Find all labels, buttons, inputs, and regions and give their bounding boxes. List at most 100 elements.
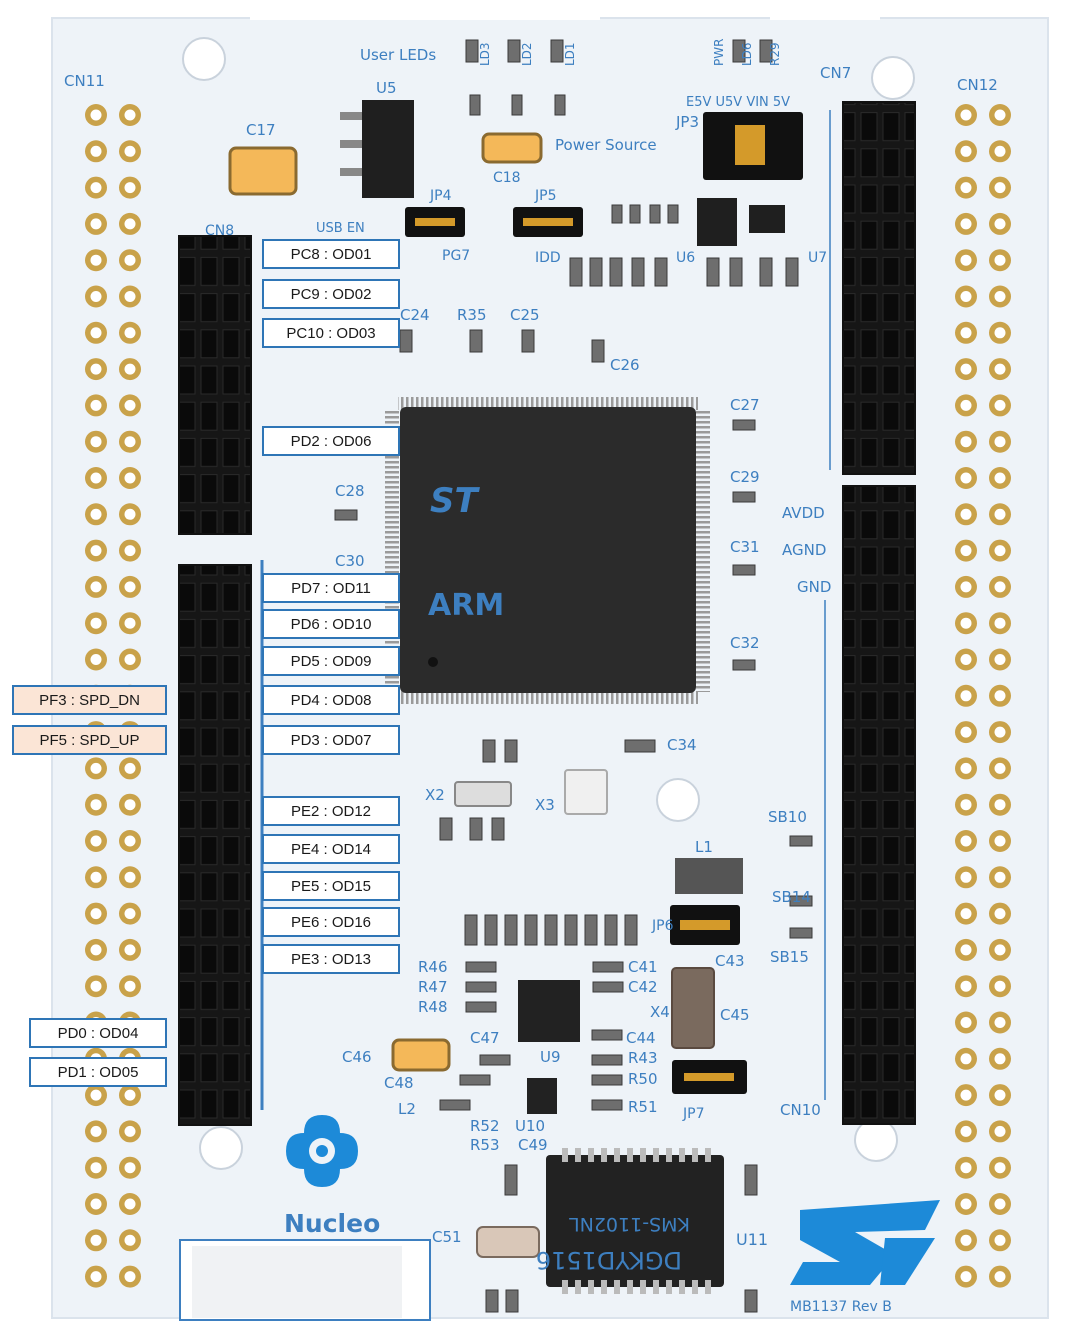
label-ld1: LD1 (563, 42, 577, 66)
morpho-pad-hole (90, 944, 102, 956)
label-r50: R50 (628, 1070, 658, 1088)
morpho-pad-hole (124, 1089, 136, 1101)
cn10-header (842, 485, 916, 1125)
smd-part (584, 914, 598, 946)
smd-part (624, 739, 656, 753)
morpho-pad-hole (124, 1125, 136, 1137)
label-r48: R48 (418, 998, 448, 1016)
rj45-pin (653, 1280, 659, 1294)
label-c18: C18 (493, 170, 521, 186)
morpho-pad-hole (994, 799, 1006, 811)
morpho-pad-hole (994, 508, 1006, 520)
smd-part (744, 1164, 758, 1196)
pin-label-pe4: PE4 : OD14 (262, 834, 400, 864)
morpho-pad-hole (994, 980, 1006, 992)
smd-part (789, 835, 813, 847)
pin-label-pe2: PE2 : OD12 (262, 796, 400, 826)
label-jp6: JP6 (651, 918, 674, 934)
smd-part (564, 914, 578, 946)
smd-part (465, 1001, 497, 1013)
smd-part (732, 39, 746, 63)
morpho-pad-hole (90, 109, 102, 121)
label-c27: C27 (730, 396, 760, 414)
morpho-pad-hole (994, 472, 1006, 484)
morpho-pad-hole (124, 145, 136, 157)
rj45-pin (640, 1148, 646, 1162)
rj45-top-text: KMS-1102NL (569, 1213, 690, 1235)
mounting-hole (182, 37, 226, 81)
morpho-pad-hole (994, 182, 1006, 194)
rj45-pin (627, 1148, 633, 1162)
morpho-pad-hole (124, 799, 136, 811)
morpho-pad-hole (90, 1089, 102, 1101)
pin-label-pd7: PD7 : OD11 (262, 573, 400, 603)
c46-capacitor (391, 1038, 451, 1072)
smd-part (504, 1164, 518, 1196)
label-ld6: LD6 (740, 42, 754, 66)
morpho-pad-hole (960, 291, 972, 302)
smd-part (789, 927, 813, 939)
label-r46: R46 (418, 958, 448, 976)
morpho-pad-hole (994, 545, 1006, 557)
label-avdd: AVDD (782, 504, 825, 522)
label-r29: R29 (768, 42, 782, 66)
morpho-pad-hole (90, 581, 102, 593)
morpho-pad-hole (994, 762, 1006, 774)
label-r51: R51 (628, 1098, 658, 1116)
morpho-pad-hole (90, 472, 102, 484)
pin-label-pc9: PC9 : OD02 (262, 279, 400, 309)
pin-label-pd0: PD0 : OD04 (29, 1018, 167, 1048)
pin-label-pe3: PE3 : OD13 (262, 944, 400, 974)
morpho-pad-hole (124, 980, 136, 992)
morpho-pad-hole (994, 726, 1006, 738)
rj45-bottom-text: DGKYD1516 (536, 1246, 682, 1274)
pin-label-pd6: PD6 : OD10 (262, 609, 400, 639)
label-c25: C25 (510, 306, 540, 324)
smd-part (504, 914, 518, 946)
u5-regulator (362, 100, 414, 198)
rj45-pin (588, 1280, 594, 1294)
pin-label-pd1: PD1 : OD05 (29, 1057, 167, 1087)
morpho-pad-hole (90, 545, 102, 557)
label-c30: C30 (335, 552, 365, 570)
smd-part (465, 981, 497, 993)
morpho-pad-hole (994, 1234, 1006, 1246)
smd-part (785, 257, 799, 287)
smd-part (592, 981, 624, 993)
chip-logo: ST (430, 481, 480, 521)
morpho-pad-hole (960, 1125, 972, 1137)
label-c41: C41 (628, 958, 658, 976)
label-power-source: Power Source (555, 136, 657, 154)
label-u7: U7 (808, 250, 827, 266)
smd-part (611, 204, 623, 224)
smd-part (589, 257, 603, 287)
label-cn12: CN12 (957, 76, 998, 94)
smd-part (629, 204, 641, 224)
morpho-pad-hole (124, 871, 136, 883)
pin-label-pc8: PC8 : OD01 (262, 239, 400, 269)
smd-part (505, 1289, 519, 1313)
smd-part (544, 914, 558, 946)
mounting-hole (199, 1126, 243, 1170)
morpho-pad-hole (124, 436, 136, 448)
morpho-pad-hole (124, 1198, 136, 1210)
morpho-pad-hole (994, 1162, 1006, 1174)
c17-capacitor (228, 146, 298, 196)
rj45-pin (666, 1280, 672, 1294)
smd-part (732, 491, 756, 503)
smd-part (591, 1054, 623, 1066)
smd-part (759, 39, 773, 63)
smd-part (732, 659, 756, 671)
morpho-pad-hole (994, 399, 1006, 411)
morpho-pad-hole (960, 1017, 972, 1028)
morpho-pad-hole (90, 980, 102, 992)
pin-label-pd5: PD5 : OD09 (262, 646, 400, 676)
morpho-pad-hole (960, 399, 972, 411)
mounting-hole (871, 56, 915, 100)
smd-part (569, 257, 583, 287)
smd-part (485, 1289, 499, 1313)
rj45-pin (575, 1280, 581, 1294)
label-r35: R35 (457, 306, 487, 324)
morpho-pad-hole (124, 291, 136, 302)
label-board-rev: MB1137 Rev B (790, 1299, 892, 1315)
